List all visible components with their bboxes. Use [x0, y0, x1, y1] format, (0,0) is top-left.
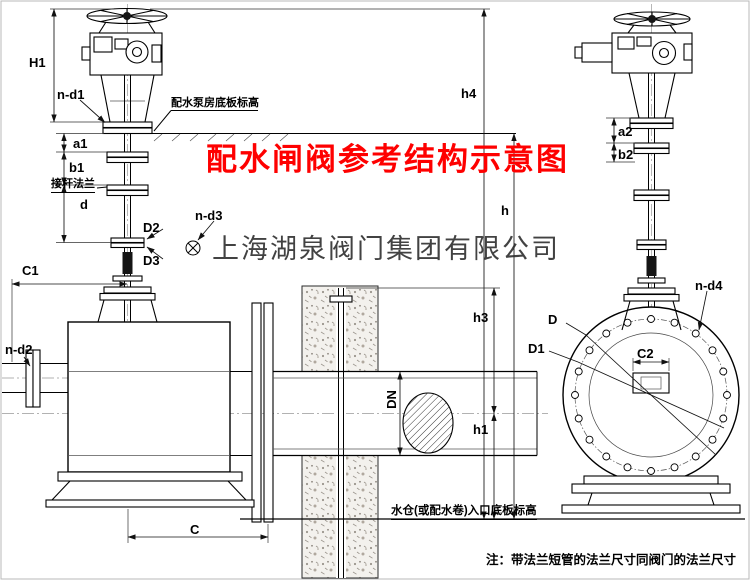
dim-label-c2: C2 — [637, 346, 654, 361]
diagram-title: 配水闸阀参考结构示意图 — [206, 142, 569, 177]
right-view-valve-front — [561, 300, 741, 514]
dim-label-d2: D2 — [143, 220, 160, 235]
rod-flange — [329, 295, 353, 303]
dim-label-n-d3: n-d3 — [195, 208, 223, 223]
bolt-holes — [571, 315, 731, 475]
left-view-stem-and-flanges — [97, 74, 158, 323]
dim-label-d3: D3 — [143, 253, 160, 268]
dim-label-a1: a1 — [73, 136, 88, 151]
dim-label-c1: C1 — [22, 263, 39, 278]
dim-label-d1: D1 — [528, 341, 545, 356]
dim-label-h: h — [501, 203, 509, 218]
right-view-actuator — [574, 11, 693, 74]
dim-label-d-outer: D — [548, 312, 558, 327]
annotation-pump-room-floor: 配水泵房底板标高 — [171, 97, 259, 109]
footnote: 注：带法兰短管的法兰尺寸同阀门的法兰尺寸 — [486, 553, 737, 567]
annotation-stem-flange: 接杆法兰 — [51, 175, 95, 193]
dim-label-b1: b1 — [69, 160, 85, 175]
motor-icon — [81, 46, 91, 61]
annotation-inlet-floor: 水仓(或配水卷)入口底板标高 — [391, 502, 537, 520]
dim-label-a2: a2 — [618, 124, 633, 139]
dim-label-n-d4: n-d4 — [695, 278, 723, 293]
company-watermark: 上海湖泉阀门集团有限公司 — [212, 234, 560, 264]
dim-label-dn: DN — [383, 390, 399, 409]
dim-label-h3: h3 — [473, 310, 489, 325]
dim-label-h1-lower: h1 — [473, 422, 489, 437]
dim-label-h4: h4 — [461, 86, 477, 101]
dim-label-c: C — [190, 522, 200, 537]
left-view-actuator — [81, 7, 168, 76]
left-view-valve-body — [2, 302, 538, 523]
dim-label-d: d — [80, 197, 88, 212]
motor-icon — [581, 42, 613, 63]
stem-nut — [632, 372, 670, 394]
dim-label-n-d2: n-d2 — [5, 342, 33, 357]
gate-disc-section — [402, 392, 454, 454]
stem-packing — [122, 252, 133, 274]
dim-label-b2: b2 — [618, 147, 634, 162]
right-view-stem-and-flanges — [623, 72, 680, 307]
wall-section — [301, 285, 379, 579]
dim-label-n-d1: n-d1 — [57, 87, 85, 102]
dim-label-h1-height: H1 — [29, 55, 46, 70]
